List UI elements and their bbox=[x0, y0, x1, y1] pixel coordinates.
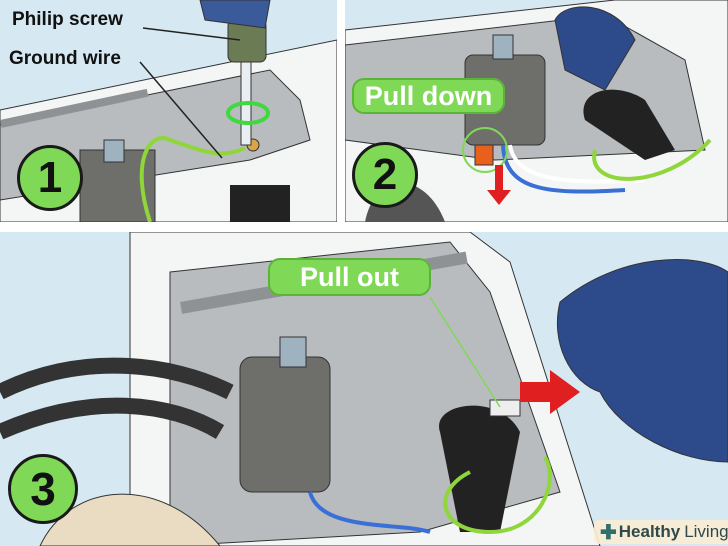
watermark-brand-bold: Healthy bbox=[618, 522, 681, 541]
pull-out-label: Pull out bbox=[268, 258, 431, 296]
ground-wire-label: Ground wire bbox=[9, 48, 121, 69]
step-number-badge: 1 bbox=[17, 145, 83, 211]
plus-leaf-icon: ✚ bbox=[600, 521, 617, 544]
step-number-badge: 2 bbox=[352, 142, 418, 208]
step-number-badge: 3 bbox=[8, 454, 78, 524]
philip-screw-label: Philip screw bbox=[12, 9, 123, 30]
step-3-panel: Pull out 3 bbox=[0, 232, 728, 546]
step-3-illustration bbox=[0, 232, 728, 546]
step-2-illustration bbox=[345, 0, 728, 222]
pull-down-label: Pull down bbox=[352, 78, 505, 114]
step-1-panel: Philip screw Ground wire 1 bbox=[0, 0, 337, 222]
step-2-panel: 2 Pull down bbox=[345, 0, 728, 222]
healthy-living-watermark: ✚ Healthy Living bbox=[594, 520, 728, 544]
watermark-brand-regular: Living bbox=[684, 522, 728, 541]
